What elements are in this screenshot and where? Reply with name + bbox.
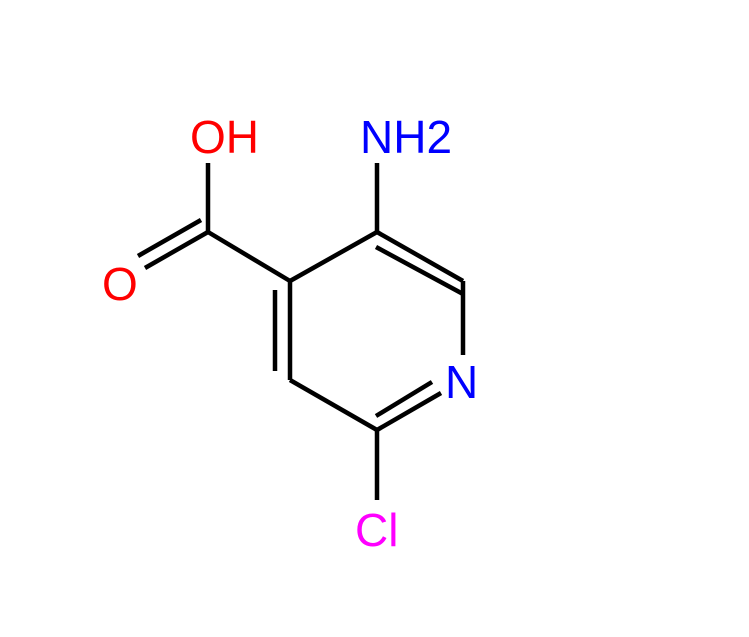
bond-carboxyl-c-o-2 bbox=[136, 218, 203, 258]
atom-label-nh2: NH2 bbox=[360, 111, 452, 163]
atom-label-oh: OH bbox=[190, 111, 259, 163]
bond-ring-c4-c3 bbox=[288, 230, 379, 283]
atom-label-n: N bbox=[445, 356, 478, 408]
atom-labels: OH O NH2 N Cl bbox=[102, 111, 478, 556]
bond-ring-c6-c5 bbox=[288, 378, 379, 432]
bond-ring-n-c6-1 bbox=[375, 391, 443, 432]
atom-label-cl: Cl bbox=[355, 504, 398, 556]
bond-carboxyl-c-o-1 bbox=[143, 230, 210, 270]
bond-ring-n-c6-2 bbox=[374, 380, 434, 418]
bond-carboxyl-c-ring bbox=[206, 230, 292, 283]
bonds bbox=[136, 163, 466, 500]
bond-ring-c3-c2-1 bbox=[375, 230, 465, 283]
bond-ring-c3-c2-2 bbox=[374, 245, 465, 296]
atom-label-o: O bbox=[102, 258, 138, 310]
